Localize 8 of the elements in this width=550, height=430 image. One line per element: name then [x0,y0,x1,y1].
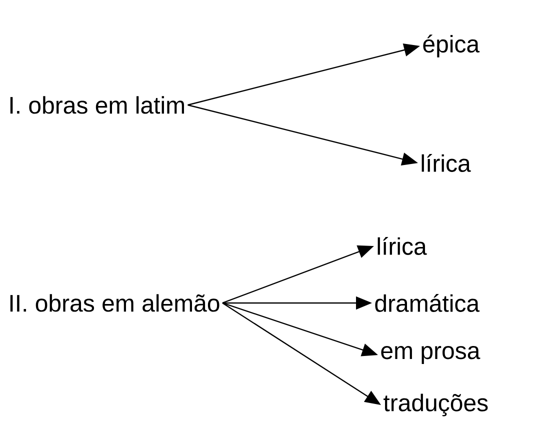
text-label: lírica [422,154,471,172]
text-label: em prosa [381,346,480,364]
text-label: I. obras em latim [10,96,184,114]
text-label: lírica [378,237,427,255]
text-label: II. obras em alemão [10,294,220,312]
text-label: dramática [375,294,480,312]
text-label: épica [423,34,480,58]
text-label: traduções [384,394,488,416]
